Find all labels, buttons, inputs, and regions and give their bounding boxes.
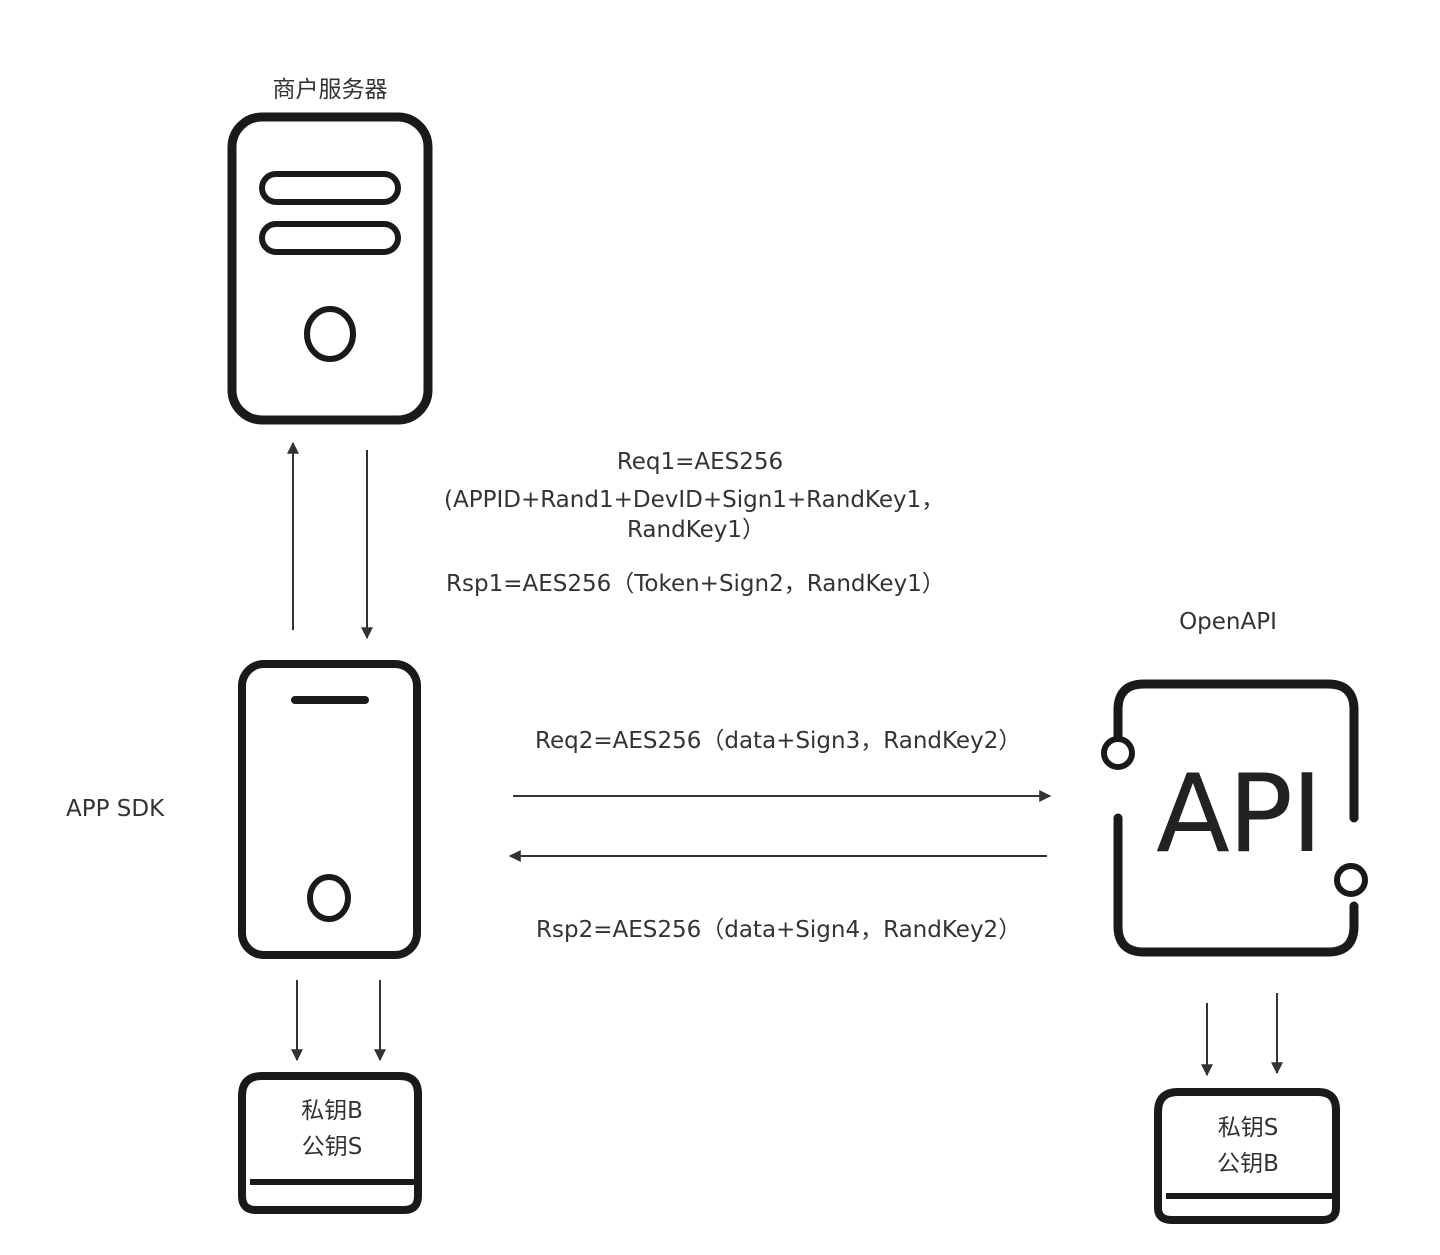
- book-icon: [1154, 1088, 1340, 1224]
- rsp1-label: Rsp1=AES256（Token+Sign2，RandKey1）: [446, 571, 945, 597]
- req2-label: Req2=AES256（data+Sign3，RandKey2）: [535, 728, 1022, 754]
- rsp2-label: Rsp2=AES256（data+Sign4，RandKey2）: [536, 917, 1022, 943]
- app-sdk-label: APP SDK: [66, 796, 165, 822]
- api-icon: [1101, 679, 1368, 957]
- sdk-public-key-label: 公钥S: [301, 1134, 363, 1160]
- sdk-keystore-text: 私钥B 公钥S: [262, 1093, 402, 1165]
- book-icon: [238, 1072, 422, 1214]
- api-icon-text: API: [1156, 752, 1323, 877]
- merchant-server-label: 商户服务器: [272, 77, 388, 103]
- sdk-private-key-label: 私钥B: [301, 1098, 363, 1124]
- req1-label-line3: RandKey1）: [626, 517, 766, 543]
- req1-label-line2: (APPID+Rand1+DevID+Sign1+RandKey1，: [444, 487, 945, 513]
- phone-icon: [238, 660, 421, 959]
- server-icon: [227, 112, 433, 425]
- openapi-private-key-label: 私钥S: [1217, 1115, 1279, 1141]
- openapi-public-key-label: 公钥B: [1217, 1151, 1279, 1177]
- openapi-keystore-text: 私钥S 公钥B: [1178, 1110, 1318, 1182]
- req1-label-line1: Req1=AES256: [616, 449, 784, 475]
- openapi-label: OpenAPI: [1179, 609, 1277, 635]
